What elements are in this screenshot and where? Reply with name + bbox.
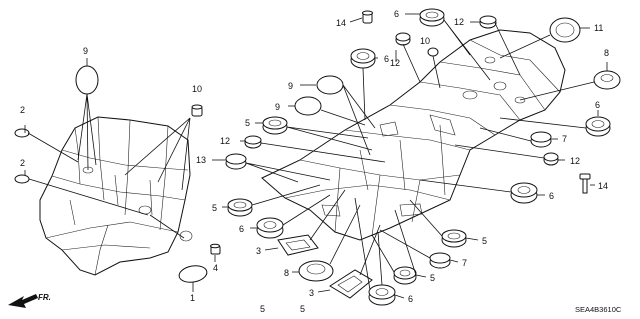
grommet-1: [178, 265, 208, 283]
callout-10: 10: [192, 84, 202, 94]
callout-8: 8: [284, 268, 289, 278]
callout-5: 5: [430, 273, 435, 283]
callout-7: 7: [562, 134, 567, 144]
callout-13: 13: [196, 155, 206, 165]
callout-6: 6: [394, 9, 399, 19]
grommet-12-right: [543, 152, 559, 166]
grommet-7-lower: [429, 252, 451, 269]
grommet-12-mid: [395, 32, 411, 46]
grommet-8-right: [593, 70, 621, 90]
grommet-6-top: [419, 8, 445, 27]
callout-12: 12: [570, 156, 580, 166]
callout-1: 1: [190, 293, 195, 303]
callout-10: 10: [420, 36, 430, 46]
callout-2: 2: [20, 158, 25, 168]
grommet-12-top: [479, 15, 497, 29]
grommet-6-bottom: [368, 284, 396, 306]
grommet-9-floor-upper: [316, 75, 344, 95]
callout-7: 7: [462, 258, 467, 268]
grommet-7-upper: [530, 131, 552, 148]
callout-6: 6: [595, 100, 600, 110]
grommet-6-upper-left: [350, 48, 376, 69]
grommet-6-right: [585, 116, 611, 137]
callout-3: 3: [256, 246, 261, 256]
callout-8: 8: [604, 48, 609, 58]
front-direction-arrow: FR.: [8, 293, 51, 308]
grommet-9-floor-lower: [294, 96, 322, 116]
grommet-4: [210, 243, 221, 255]
callout-4: 4: [213, 263, 218, 273]
grommet-5-upper: [262, 116, 288, 135]
plug-3-lower: [329, 269, 373, 299]
callout-6: 6: [408, 294, 413, 304]
callout-6: 6: [239, 224, 244, 234]
callout-2: 2: [20, 105, 25, 115]
callout-9: 9: [288, 81, 293, 91]
callout-14: 14: [336, 18, 346, 28]
grommet-8-bottom: [298, 260, 334, 282]
callout-5: 5: [482, 236, 487, 246]
grommet-10-left: [191, 104, 203, 117]
floor-pan-assembly: [261, 29, 566, 241]
callout-5: 5: [245, 118, 250, 128]
grommet-6-left-low: [256, 217, 284, 239]
callout-12: 12: [390, 58, 400, 68]
grommet-5-bottom: [393, 266, 417, 285]
callout-5: 5: [300, 304, 305, 314]
leaders-right: [212, 13, 608, 299]
front-frame-assembly: [39, 116, 193, 276]
grommet-2-lower: [14, 174, 30, 184]
grommet-11: [549, 17, 581, 43]
diagram-code: SEA4B3610C: [575, 305, 622, 314]
callout-9: 9: [83, 46, 88, 56]
callout-labels: 9 2 2 10 4 1 14 6 12 11 12 10 6 9 9 8 6 …: [20, 9, 609, 314]
grommet-13: [225, 153, 247, 170]
plug-3-upper: [277, 234, 319, 256]
front-direction-label: FR.: [38, 293, 51, 302]
bolt-14-right: [579, 173, 591, 194]
callout-6: 6: [384, 54, 389, 64]
callout-12: 12: [454, 17, 464, 27]
grommet-5-right-low: [441, 229, 467, 248]
callout-14: 14: [598, 181, 608, 191]
callout-9: 9: [275, 102, 280, 112]
leaders-left: [24, 58, 216, 292]
grommet-14-top: [362, 10, 373, 24]
grommet-9-left: [75, 65, 99, 95]
grommet-10-right: [427, 47, 439, 57]
callout-6: 6: [549, 191, 554, 201]
callout-3: 3: [309, 288, 314, 298]
grommet-5-left-low: [227, 198, 253, 217]
callout-5: 5: [212, 203, 217, 213]
callout-11: 11: [594, 23, 603, 33]
callout-12: 12: [220, 136, 230, 146]
grommet-12-left: [244, 135, 262, 149]
callout-5: 5: [260, 304, 265, 314]
grommet-6-mid-right: [510, 182, 538, 204]
grommet-2-upper: [14, 128, 30, 138]
